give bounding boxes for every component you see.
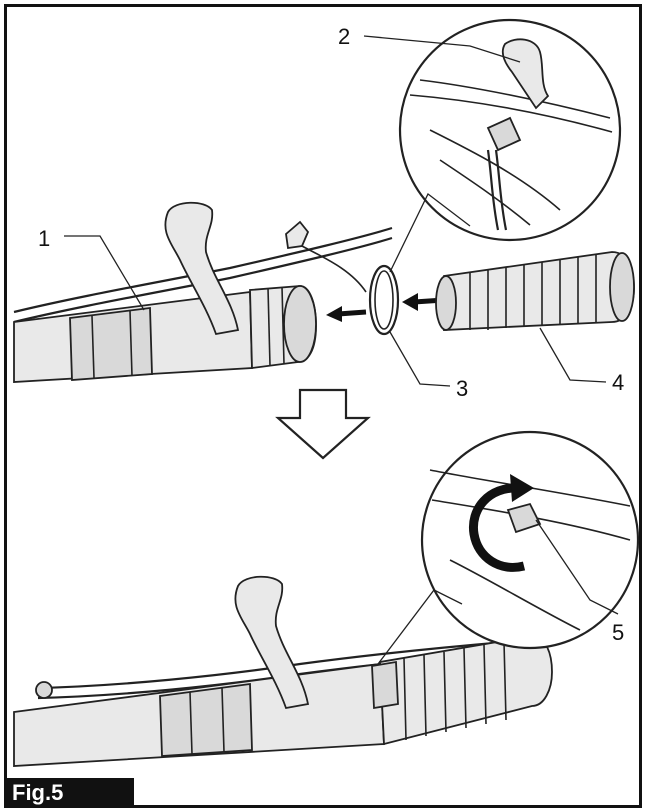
detail-top-content [409,38,613,231]
bottom-assembly [13,430,640,767]
detail-bottom-content [429,469,631,631]
bellows-4 [435,251,635,331]
detail-callout-pointer [389,193,471,273]
cable-clamp [285,220,310,250]
detail-callout-pointer-2 [377,589,463,665]
throttle-grip [164,201,240,336]
hose-band-installed [371,660,399,710]
top-assembly [13,18,635,383]
callout-1: 1 [38,226,50,251]
callout-4: 4 [612,370,624,395]
shaft-band [69,306,153,381]
arrow-left-icon [337,309,367,317]
throttle-cable [13,226,393,324]
callout-5: 5 [612,620,624,645]
rotate-arrow-icon [468,483,526,572]
arrow-left-head-icon-2 [402,293,418,311]
callout-2: 2 [338,24,350,49]
down-arrow-icon [275,388,371,460]
collar-end [283,285,317,363]
throttle-grip-bottom [234,575,310,710]
arrow-left-head-icon [326,306,342,322]
detail-circle-bottom [420,430,640,650]
rotate-arrow-head-icon [510,474,534,502]
figure-label: Fig.5 [4,778,134,808]
callout-3: 3 [456,376,468,401]
